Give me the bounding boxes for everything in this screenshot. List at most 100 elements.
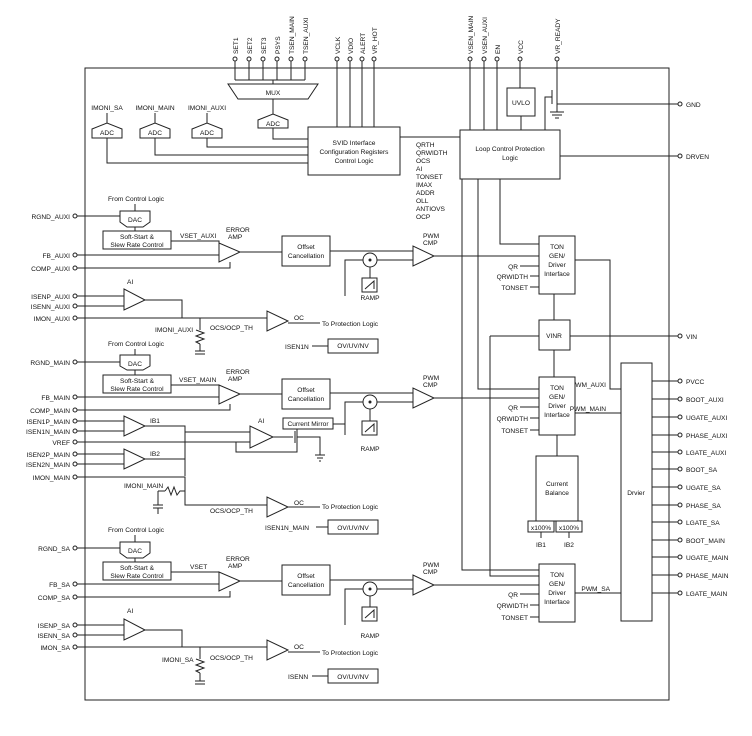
pin-set2: SET2 <box>246 37 254 80</box>
ovuv-label: OV/UV/NV <box>337 343 369 350</box>
softstart-line: Soft-Start & <box>120 234 155 241</box>
pin-imon-sa: IMON_SA <box>40 644 182 652</box>
ton-main-block: TON GEN/ Driver Interface QR QRWIDTH TON… <box>497 376 621 456</box>
pin-comp-sa: COMP_SA <box>38 591 231 602</box>
from-control-label: From Control Logic <box>108 341 165 348</box>
pin-label: DRVEN <box>686 154 709 161</box>
ton-line: Interface <box>544 599 570 606</box>
pin-label: LGATE_AUXI <box>686 450 726 457</box>
pin-gnd: GND <box>677 101 701 109</box>
ai-label: AI <box>127 279 133 286</box>
signal-label: OCP <box>416 214 431 221</box>
pin-imon-main: IMON_MAIN <box>33 474 186 490</box>
offset-line: Offset <box>297 244 315 251</box>
signal-label: AI <box>416 166 422 173</box>
pin-label: COMP_AUXI <box>31 266 70 273</box>
ton-sa-block: TON GEN/ Driver Interface QR QRWIDTH TON… <box>497 563 621 623</box>
pwm-cmp-label: PWM <box>423 233 439 240</box>
error-amp-label: AMP <box>228 376 243 383</box>
top-pins: SET1 SET2 SET3 PSYS TSEN_MAIN TSEN_AUXI … <box>232 16 562 130</box>
cb-line: Balance <box>545 490 569 497</box>
ib1-label: IB1 <box>536 542 546 549</box>
pin-label: RGND_MAIN <box>30 360 70 367</box>
pin-label: GND <box>686 102 701 109</box>
pin-label: ISEN1P_MAIN <box>26 419 70 426</box>
pin-isenp-sa: ISENP_SA <box>38 622 124 630</box>
pwm-cmp-label: CMP <box>423 569 438 576</box>
ton-line: GEN/ <box>549 581 565 588</box>
vset-label: VSET <box>190 564 207 571</box>
mux-label: MUX <box>266 90 281 97</box>
main-channel: From Control Logic DAC Soft-Start & Slew… <box>102 341 539 535</box>
vset-label: VSET_MAIN <box>179 377 217 384</box>
ton-line: GEN/ <box>549 253 565 260</box>
pin-label: TSEN_MAIN <box>289 16 296 54</box>
pin-fb-sa: FB_SA <box>49 581 219 589</box>
pin-label: FB_SA <box>49 582 70 589</box>
pin-label: SET1 <box>233 37 240 54</box>
pin-label: TSEN_AUXI <box>303 17 310 54</box>
pin-label: IMON_MAIN <box>33 475 71 482</box>
imoni-main-label: IMONI_MAIN <box>135 105 174 112</box>
ton-line: TON <box>550 244 564 251</box>
softstart-line: Slew Rate Control <box>110 573 164 580</box>
pin-fb-auxi: FB_AUXI <box>43 252 219 260</box>
loop-line: Loop Control Protection <box>475 146 545 153</box>
signal-label: IMAX <box>416 182 433 189</box>
pin-rgnd-sa: RGND_SA <box>38 545 120 553</box>
pin-vr-ready: VR_READY <box>554 18 562 82</box>
pin-tsen-auxi: TSEN_AUXI <box>302 17 310 80</box>
softstart-line: Soft-Start & <box>120 378 155 385</box>
x100-label: x100% <box>531 525 551 532</box>
ton-line: TON <box>550 385 564 392</box>
to-protection-label: To Protection Logic <box>322 321 379 328</box>
pwm-sa-label: PWM_SA <box>581 586 610 593</box>
pin-label: SET3 <box>261 37 268 54</box>
ton-line: TON <box>550 572 564 579</box>
pin-label: VSEN_AUXI <box>482 17 489 54</box>
ai-label: AI <box>258 418 264 425</box>
pin-label: COMP_SA <box>38 595 71 602</box>
left-pins: RGND_AUXI FB_AUXI COMP_AUXI ISENP_AUXI I… <box>26 213 250 652</box>
sa-channel: From Control Logic DAC Soft-Start & Slew… <box>102 527 539 685</box>
uvlo-label: UVLO <box>512 100 530 107</box>
to-protection-label: To Protection Logic <box>322 650 379 657</box>
imoni-sa-label: IMONI_SA <box>91 105 123 112</box>
imoni-auxi-label: IMONI_AUXI <box>188 105 226 112</box>
pin-label: PHASE_MAIN <box>686 573 729 580</box>
pin-isenn-auxi: ISENN_AUXI <box>31 303 124 311</box>
pin-drven: DRVEN <box>560 153 709 161</box>
adc-label: ADC <box>266 121 280 128</box>
pin-label: ISENN_AUXI <box>31 304 70 311</box>
loop-line: Logic <box>502 155 518 162</box>
imoni-auxi-adc: IMONI_AUXI ADC <box>188 105 308 148</box>
error-amp-label: ERROR <box>226 227 250 234</box>
offset-line: Offset <box>297 387 315 394</box>
x100-label: x100% <box>559 525 579 532</box>
pin-label: VR_HOT <box>372 27 379 54</box>
pin-label: ISENP_AUXI <box>31 294 70 301</box>
ton-line: Interface <box>544 412 570 419</box>
pin-vr-hot: VR_HOT <box>371 27 379 127</box>
error-amp-label: ERROR <box>226 369 250 376</box>
pwm-cmp-label: PWM <box>423 375 439 382</box>
qrwidth-label: QRWIDTH <box>497 274 529 281</box>
pin-label: IMON_SA <box>40 645 70 652</box>
pin-label: LGATE_SA <box>686 520 720 527</box>
svid-signal-list: QRTH QRWIDTH OCS AI TONSET IMAX ADDR OLL… <box>416 142 448 221</box>
pin-vdio: VDIO <box>347 38 355 127</box>
pin-label: ISEN2P_MAIN <box>26 452 70 459</box>
pin-label: ALERT <box>360 33 367 54</box>
pin-label: PHASE_AUXI <box>686 433 728 440</box>
tonset-label: TONSET <box>501 285 528 292</box>
pin-label: RGND_AUXI <box>32 214 71 221</box>
adc-label: ADC <box>200 130 214 137</box>
pin-label: VDIO <box>348 38 355 54</box>
pin-psys: PSYS <box>274 36 282 80</box>
pin-label: ISEN1N_MAIN <box>26 429 70 436</box>
ton-line: Driver <box>548 590 566 597</box>
vinr-block: VINR <box>489 294 571 577</box>
ton-line: Interface <box>544 271 570 278</box>
current-balance-block: Current Balance x100% x100% IB1 IB2 <box>527 455 583 549</box>
